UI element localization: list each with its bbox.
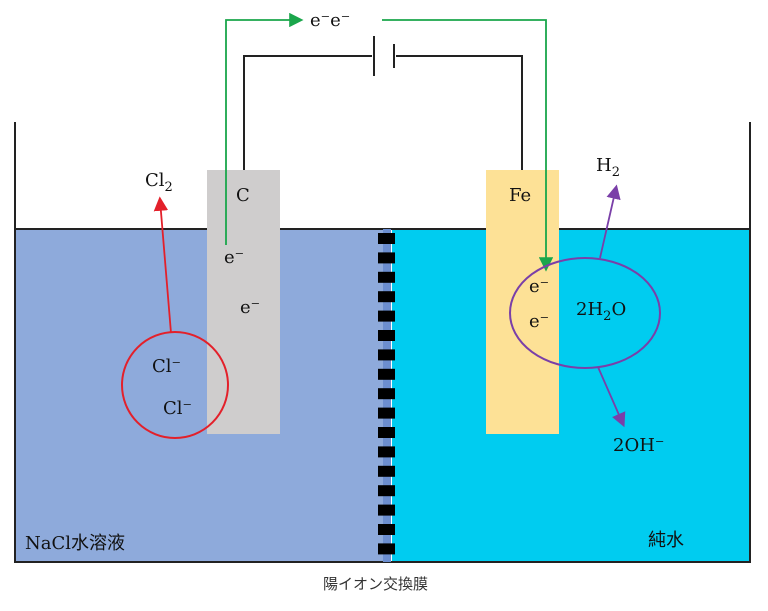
membrane-square [378,388,395,400]
membrane-square [378,368,395,380]
membrane-square [378,504,395,516]
membrane-square [378,349,395,361]
container-outline [14,122,751,563]
membrane-square [378,407,395,419]
water-reaction-ellipse [509,257,661,369]
electron-flow-path [225,12,304,245]
chlorine-gas-label: Cl2 [145,170,173,195]
circuit-wire-right [396,55,523,170]
iron-electron-2: e⁻ [529,311,549,332]
hydrogen-gas-arrow [599,184,621,259]
membrane-square [378,465,395,477]
water-label: 2H2O [576,299,626,324]
carbon-electron-2: e⁻ [240,297,260,318]
membrane-square [378,543,395,555]
carbon-electrode [207,170,280,434]
membrane-square [378,485,395,497]
iron-electrode [486,170,559,434]
membrane-square [378,310,395,322]
chloride-ion-1: Cl⁻ [152,356,181,377]
right-solution [392,229,750,562]
hydroxide-arrow [597,366,626,428]
carbon-electron-1: e⁻ [224,247,244,268]
hydrogen-gas-label: H2 [596,155,620,180]
right-solution-label: 純水 [648,530,684,551]
membrane-square [378,252,395,264]
chloride-ion-circle [121,331,229,439]
membrane-squares [378,233,395,555]
carbon-electrode-label: C [236,185,250,206]
left-solution [15,229,386,562]
iron-electron-1: e⁻ [529,276,549,297]
membrane-square [378,291,395,303]
electron-flow-label: e⁻e⁻ [310,10,350,31]
iron-electrode-label: Fe [509,185,531,206]
left-solution-label: NaCl水溶液 [25,533,125,554]
chlorine-gas-arrow [153,196,172,334]
membrane-square [378,446,395,458]
membrane-square [378,233,395,244]
membrane-square [378,271,395,283]
electron-flow-path-right [382,19,554,272]
membrane-square [378,524,395,535]
membrane-caption: 陽イオン交換膜 [323,575,428,593]
circuit-wire-left [243,55,372,170]
hydroxide-label: 2OH⁻ [613,435,664,456]
chloride-ion-2: Cl⁻ [163,398,192,419]
membrane-square [378,427,395,438]
membrane-square [378,330,395,341]
